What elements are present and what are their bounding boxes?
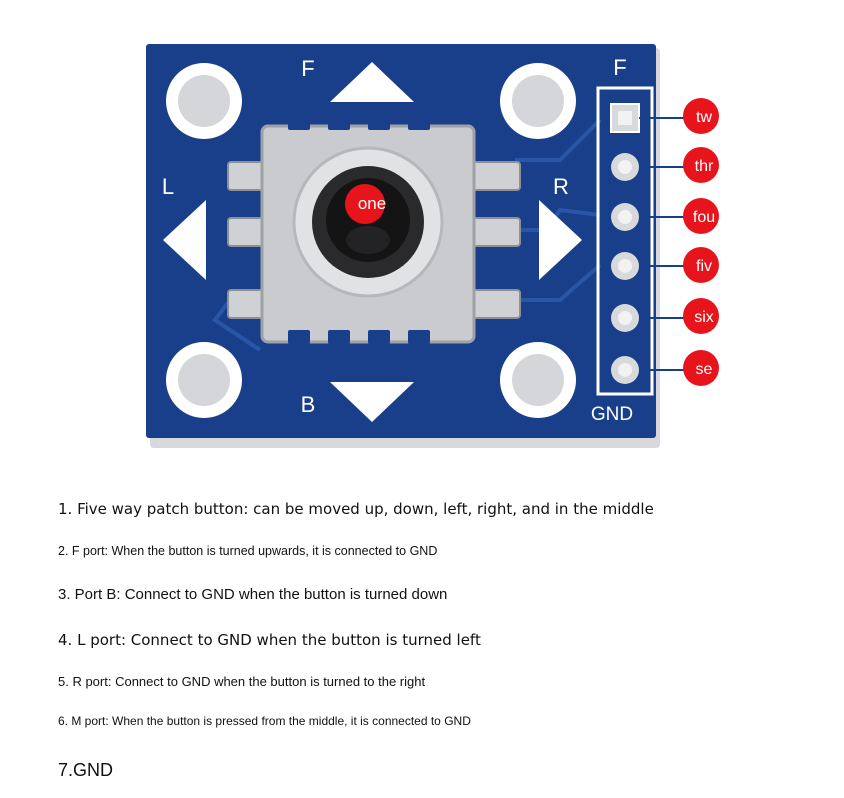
arrow-right-icon [539,200,582,280]
callout-pin-2 [683,147,719,183]
note-f-port: 2. F port: When the button is turned upw… [58,544,438,558]
callout-pin-1 [683,98,719,134]
pin-callouts: tw thr fou fiv six se [683,98,719,386]
callout-pin-6 [683,350,719,386]
callout-pin-4 [683,247,719,283]
note-r-port: 5. R port: Connect to GND when the butto… [58,674,426,689]
callout-pin-3-label: fou [693,209,715,226]
mounting-holes [166,63,576,418]
pin-header [610,103,640,384]
label-l: L [162,174,174,199]
pin-header-outline [596,86,654,396]
header-label-gnd: GND [591,404,633,425]
label-f: F [301,56,314,81]
callout-pin-6-label: se [696,361,713,378]
callout-pin-1-label: tw [696,109,712,126]
note-gnd: 7.GND [58,760,114,780]
callout-leader-lines [639,117,686,371]
header-label-f: F [613,55,626,80]
arrow-down-icon [330,382,414,422]
pcb-traces [212,118,602,352]
switch-legs [227,161,521,319]
arrow-left-icon [163,200,206,280]
callout-pin-5 [683,298,719,334]
note-l-port: 4. L port: Connect to GND when the butto… [58,631,481,649]
label-b: B [301,392,316,417]
note-b-port: 3. Port B: Connect to GND when the butto… [58,586,448,603]
note-m-port: 6. M port: When the button is pressed fr… [58,714,471,728]
switch-tabs [288,118,430,344]
callout-pin-3 [683,198,719,234]
callout-pin-4-label: fiv [696,258,712,275]
callout-pin-2-label: thr [695,158,714,175]
pcb-diagram: F B L R F GND one [146,44,719,448]
note-five-way-button: 1. Five way patch button: can be moved u… [58,500,654,518]
label-r: R [553,174,569,199]
callout-one-label: one [358,194,386,213]
arrow-up-icon [330,62,414,102]
callout-one [345,184,385,224]
callout-pin-5-label: six [694,309,714,326]
